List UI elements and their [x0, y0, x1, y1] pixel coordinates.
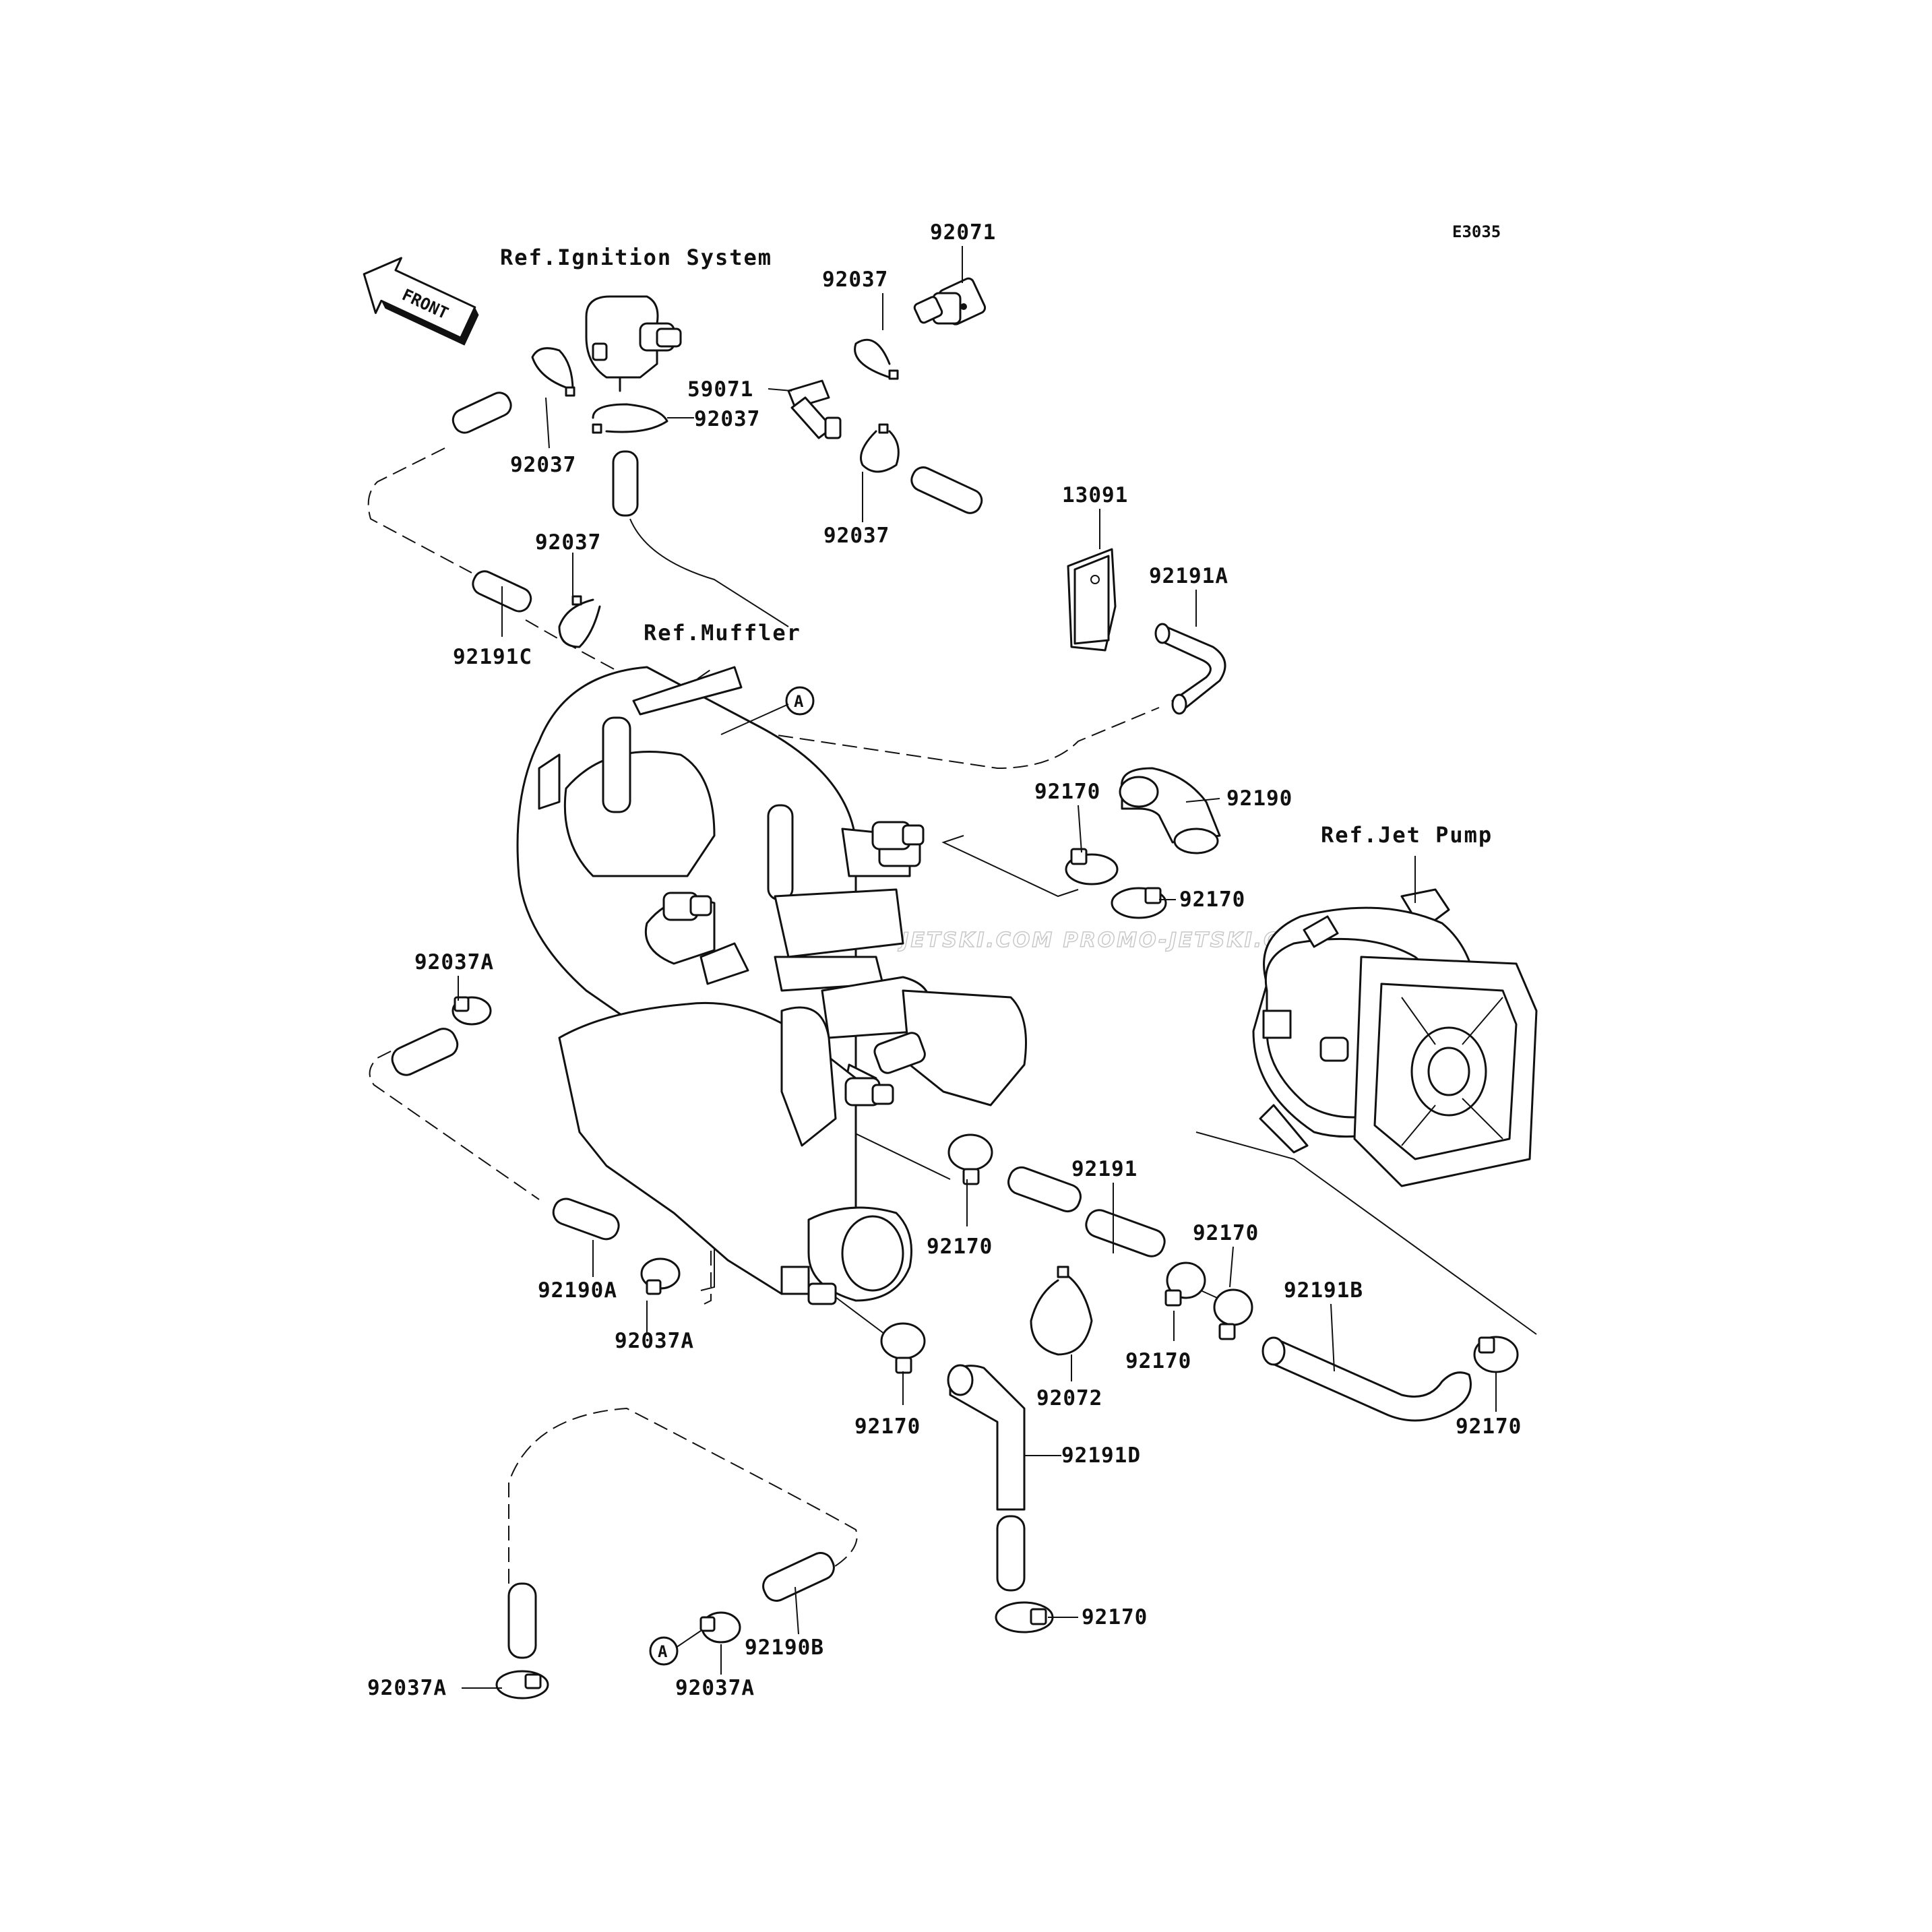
label-92071: 92071: [930, 220, 996, 245]
diagram-code: E3035: [1452, 222, 1501, 241]
front-direction-arrow: FRONT: [363, 257, 479, 346]
label-92191D: 92191D: [1061, 1443, 1141, 1468]
label-92170-h: 92170: [1082, 1605, 1148, 1629]
label-92170-a: 92170: [1034, 780, 1100, 804]
label-59071: 59071: [687, 377, 753, 402]
svg-text:A: A: [794, 692, 804, 711]
label-92037A-d: 92037A: [675, 1676, 755, 1700]
leader-lines: [458, 246, 1497, 1689]
part-92191A-hose: [1154, 623, 1226, 715]
label-92072: 92072: [1036, 1386, 1102, 1410]
label-92037A-a: 92037A: [414, 950, 494, 974]
label-92037A-b: 92037A: [615, 1329, 694, 1353]
label-92037-right: 92037: [823, 524, 890, 548]
label-92191C: 92191C: [453, 645, 532, 669]
label-92170-d: 92170: [1193, 1221, 1259, 1245]
label-92191A: 92191A: [1149, 564, 1228, 588]
callout-marker-a-top: A: [720, 686, 815, 735]
label-92037-top: 92037: [822, 268, 888, 292]
label-92190: 92190: [1226, 786, 1292, 811]
part-92191B-hose: [1261, 1336, 1472, 1422]
clamps-92170: [880, 848, 1519, 1633]
ref-ignition-system: Ref.Ignition System: [500, 245, 772, 270]
label-92037-lower: 92037: [535, 530, 601, 555]
ref-jet-pump: Ref.Jet Pump: [1321, 822, 1493, 848]
label-92170-c: 92170: [927, 1235, 993, 1259]
svg-text:A: A: [658, 1642, 668, 1661]
part-59071-fitting: [787, 379, 842, 439]
label-92190A: 92190A: [538, 1278, 617, 1303]
text-labels: E3035 Ref.Ignition System Ref.Muffler Re…: [367, 220, 1522, 1700]
label-92191: 92191: [1071, 1157, 1138, 1181]
label-92170-e: 92170: [1125, 1349, 1191, 1373]
part-92191D-hose: [947, 1364, 1026, 1511]
clamps-92037A: [451, 996, 741, 1700]
part-92072-clamp: [1030, 1266, 1093, 1356]
callout-marker-a-bottom: A: [649, 1630, 702, 1666]
part-92071-valve: [913, 277, 987, 325]
label-92191B: 92191B: [1284, 1278, 1363, 1303]
part-92190-elbow: [1119, 767, 1221, 854]
part-13091-filter: [1067, 548, 1117, 652]
label-13091: 13091: [1062, 483, 1128, 507]
jet-pump: [1252, 888, 1538, 1187]
fittings-center: [662, 821, 925, 1107]
ref-muffler: Ref.Muffler: [644, 620, 801, 646]
label-92170-f: 92170: [854, 1414, 921, 1439]
label-92170-g: 92170: [1456, 1414, 1522, 1439]
label-92190B: 92190B: [745, 1635, 824, 1660]
label-92037-left: 92037: [510, 453, 576, 477]
hoses-various: [391, 1028, 1166, 1659]
label-92170-b: 92170: [1179, 887, 1245, 912]
label-92037-mid: 92037: [694, 407, 760, 431]
clamps-92037: [531, 338, 900, 648]
label-92037A-c: 92037A: [367, 1676, 447, 1700]
ignition-junction: [585, 295, 682, 392]
